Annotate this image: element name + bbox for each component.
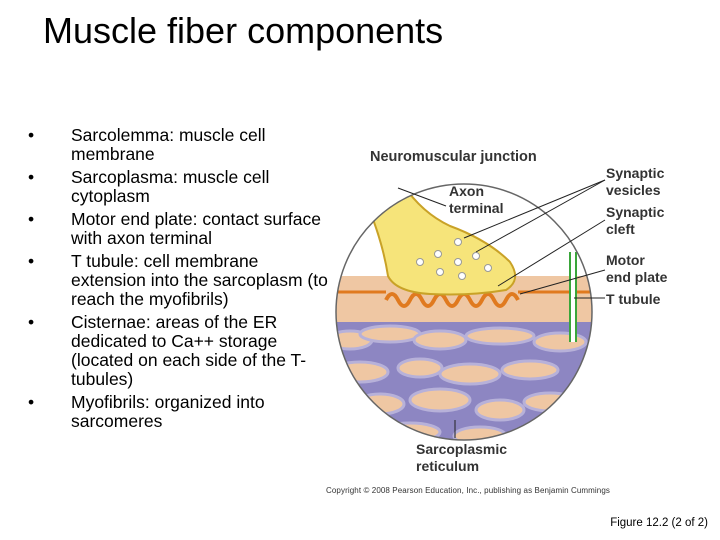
bullet-marker: •: [28, 251, 35, 271]
synaptic-vesicle: [484, 264, 492, 272]
synaptic-vesicles-label: Synaptic: [606, 165, 665, 181]
reticulum-cell: [396, 357, 444, 379]
magnifier-circle-outline: [335, 183, 593, 441]
sarcoplasmic-reticulum-label: Sarcoplasmic: [416, 441, 507, 457]
reticulum-cell: [412, 329, 468, 351]
reticulum-cell: [408, 387, 472, 413]
reticulum-cell: [438, 362, 502, 386]
synaptic-vesicle: [454, 238, 462, 246]
bullet-text: Sarcoplasma: muscle cell cytoplasm: [71, 167, 270, 206]
bullet-item: • Motor end plate: contact surface with a…: [28, 210, 328, 248]
bullet-item: • Myofibrils: organized into sarcomeres: [28, 393, 328, 431]
reticulum-cell: [464, 326, 536, 346]
t-tubule-label: T tubule: [606, 291, 661, 307]
reticulum-mesh: [336, 324, 588, 440]
bullet-list: • Sarcolemma: muscle cell membrane • Sarco…: [28, 126, 328, 435]
bullet-marker: •: [28, 125, 35, 145]
neuromuscular-junction-figure: Neuromuscular junction Axon terminal Syn…: [335, 149, 668, 474]
synaptic-cleft-label: cleft: [606, 221, 635, 237]
bullet-text: Myofibrils: organized into sarcomeres: [71, 392, 265, 431]
synaptic-cleft-label: Synaptic: [606, 204, 665, 220]
sarcoplasmic-reticulum-label: reticulum: [416, 458, 479, 474]
bullet-marker: •: [28, 167, 35, 187]
synaptic-vesicle: [458, 272, 466, 280]
reticulum-cell: [474, 398, 526, 422]
reticulum-cell: [378, 421, 442, 440]
figure-heading: Neuromuscular junction: [370, 149, 537, 165]
synaptic-vesicle: [472, 252, 480, 260]
bullet-item: • Sarcoplasma: muscle cell cytoplasm: [28, 168, 328, 206]
synaptic-vesicle: [434, 250, 442, 258]
bullet-text: Sarcolemma: muscle cell membrane: [71, 125, 266, 164]
axon-terminal-label: terminal: [449, 200, 503, 216]
bullet-text: T tubule: cell membrane extension into t…: [71, 251, 328, 309]
bullet-text: Cisternae: areas of the ER dedicated to …: [71, 312, 307, 389]
leader-lines: [397, 179, 606, 438]
bullet-text: Motor end plate: contact surface with ax…: [71, 209, 321, 248]
synaptic-vesicle: [454, 258, 462, 266]
bullet-item: • Sarcolemma: muscle cell membrane: [28, 126, 328, 164]
motor-end-plate-label: Motor: [606, 252, 645, 268]
reticulum-cell: [500, 359, 560, 381]
synaptic-vesicles: [416, 238, 492, 280]
synaptic-vesicle: [436, 268, 444, 276]
reticulum-cell: [336, 360, 390, 384]
axon-terminal: [360, 184, 517, 296]
bullet-item: • Cisternae: areas of the ER dedicated to…: [28, 313, 328, 389]
bullet-marker: •: [28, 392, 35, 412]
bullet-item: • T tubule: cell membrane extension into …: [28, 252, 328, 309]
synaptic-vesicles-label: vesicles: [606, 182, 661, 198]
figure-caption: Figure 12.2 (2 of 2): [610, 517, 708, 529]
reticulum-cell: [354, 392, 406, 416]
magnified-view: [336, 184, 592, 440]
synaptic-vesicle: [416, 258, 424, 266]
reticulum-cell: [522, 391, 578, 413]
axon-terminal-label: Axon: [449, 183, 484, 199]
reticulum-cell: [358, 324, 422, 344]
slide-title: Muscle fiber components: [43, 10, 444, 51]
motor-end-plate-folds: [384, 292, 520, 308]
bullet-marker: •: [28, 209, 35, 229]
reticulum-cell: [532, 331, 588, 353]
copyright-notice: Copyright © 2008 Pearson Education, Inc.…: [326, 486, 611, 495]
motor-end-plate-label: end plate: [606, 269, 668, 285]
bullet-marker: •: [28, 312, 35, 332]
